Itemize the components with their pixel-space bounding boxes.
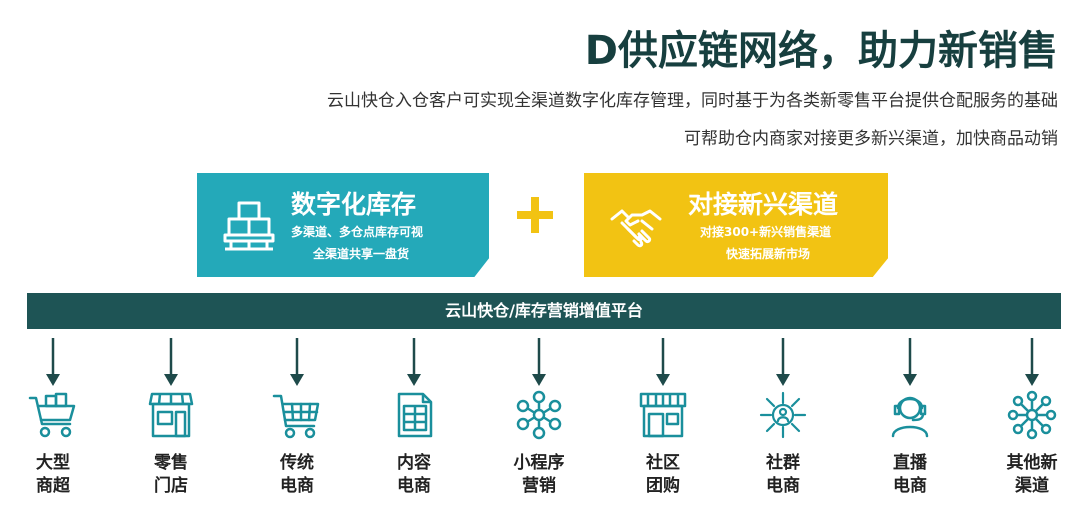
- card-line-2: 快速拓展新市场: [726, 247, 811, 261]
- card-line-1: 多渠道、多仓点库存可视: [291, 225, 424, 239]
- headset-host-icon: [891, 396, 929, 438]
- emerging-channels-card: 对接新兴渠道 对接300+新兴销售渠道 快速拓展新市场: [584, 173, 888, 277]
- subtitle-line-2: 可帮助仓内商家对接更多新兴渠道，加快商品动销: [684, 129, 1058, 149]
- arrow-down-icon: [532, 338, 546, 386]
- channel-label: 传统电商: [280, 453, 314, 496]
- arrow-down-icon: [46, 338, 60, 386]
- network-nodes-icon: [516, 390, 562, 440]
- channel-label: 大型商超: [36, 453, 70, 496]
- channel-label: 小程序营销: [513, 453, 565, 496]
- storefront-icon: [148, 392, 194, 438]
- card-line-1: 对接300+新兴销售渠道: [700, 225, 832, 239]
- handshake-icon: [610, 209, 662, 248]
- arrow-down-icon: [903, 338, 917, 386]
- channel-label: 零售门店: [154, 453, 188, 496]
- subtitle-line-1: 云山快仓入仓客户可实现全渠道数字化库存管理，同时基于为各类新零售平台提供仓配服务…: [327, 91, 1058, 111]
- arrow-down-icon: [290, 338, 304, 386]
- cart-icon: [272, 394, 320, 439]
- channel-label: 其他新渠道: [1006, 453, 1058, 496]
- digital-inventory-card: 数字化库存 多渠道、多仓点库存可视 全渠道共享一盘货: [197, 173, 489, 277]
- channel-label: 内容电商: [397, 453, 431, 496]
- pallet-boxes-icon: [223, 201, 275, 251]
- hub-icon: [1007, 390, 1057, 440]
- channel-label: 社群电商: [766, 453, 800, 496]
- awning-shop-icon: [639, 392, 687, 438]
- arrow-down-icon: [1025, 338, 1039, 386]
- community-icon: [759, 391, 807, 439]
- arrow-down-icon: [407, 338, 421, 386]
- card-title: 对接新兴渠道: [688, 190, 839, 219]
- page-title: D供应链网络，助力新销售: [584, 28, 1058, 74]
- card-line-2: 全渠道共享一盘货: [313, 247, 410, 261]
- shopping-cart-icon: [28, 392, 76, 438]
- arrow-down-icon: [776, 338, 790, 386]
- plus-icon: [517, 197, 553, 233]
- channel-label: 社区团购: [646, 453, 680, 496]
- arrow-down-icon: [164, 338, 178, 386]
- card-title: 数字化库存: [291, 190, 417, 219]
- document-icon: [397, 392, 433, 438]
- channel-label: 直播电商: [893, 453, 927, 496]
- arrow-down-icon: [656, 338, 670, 386]
- platform-bar: 云山快仓/库存营销增值平台: [27, 293, 1061, 329]
